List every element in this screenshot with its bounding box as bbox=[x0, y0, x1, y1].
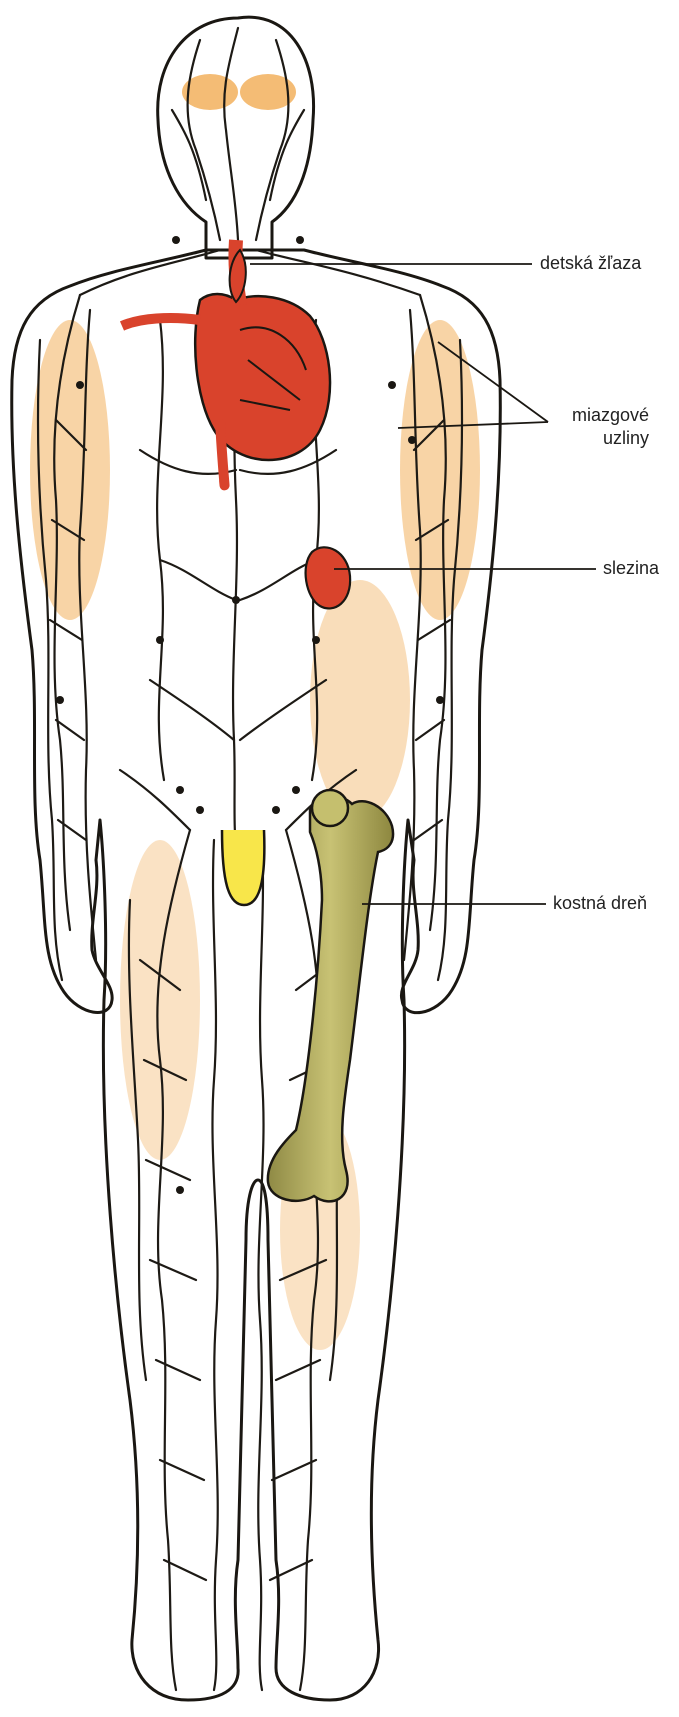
pelvic-outline bbox=[222, 830, 264, 905]
label-lymph-nodes: miazgové uzliny bbox=[572, 404, 649, 449]
label-lymph-nodes-line1: miazgové bbox=[572, 404, 649, 427]
spleen bbox=[306, 547, 351, 608]
femur-bone bbox=[268, 790, 393, 1201]
label-thymus: detská žľaza bbox=[540, 252, 641, 275]
label-lymph-nodes-line2: uzliny bbox=[572, 427, 649, 450]
label-spleen: slezina bbox=[603, 557, 659, 580]
label-bone-marrow: kostná dreň bbox=[553, 892, 647, 915]
heart bbox=[122, 240, 330, 485]
